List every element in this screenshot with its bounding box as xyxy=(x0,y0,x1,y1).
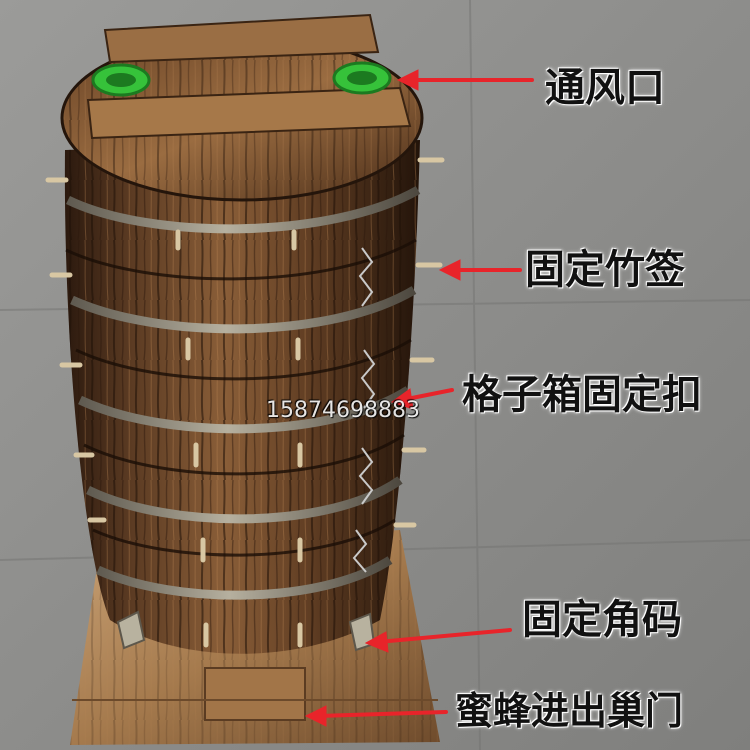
label-corner-bracket: 固定角码 xyxy=(522,597,682,643)
label-vent: 通风口 xyxy=(545,65,665,111)
label-bee-entrance: 蜜蜂进出巢门 xyxy=(455,689,684,733)
phone-watermark: 15874698883 xyxy=(266,398,420,423)
label-box-clasp: 格子箱固定扣 xyxy=(462,372,702,418)
label-bamboo-peg: 固定竹签 xyxy=(525,247,685,293)
